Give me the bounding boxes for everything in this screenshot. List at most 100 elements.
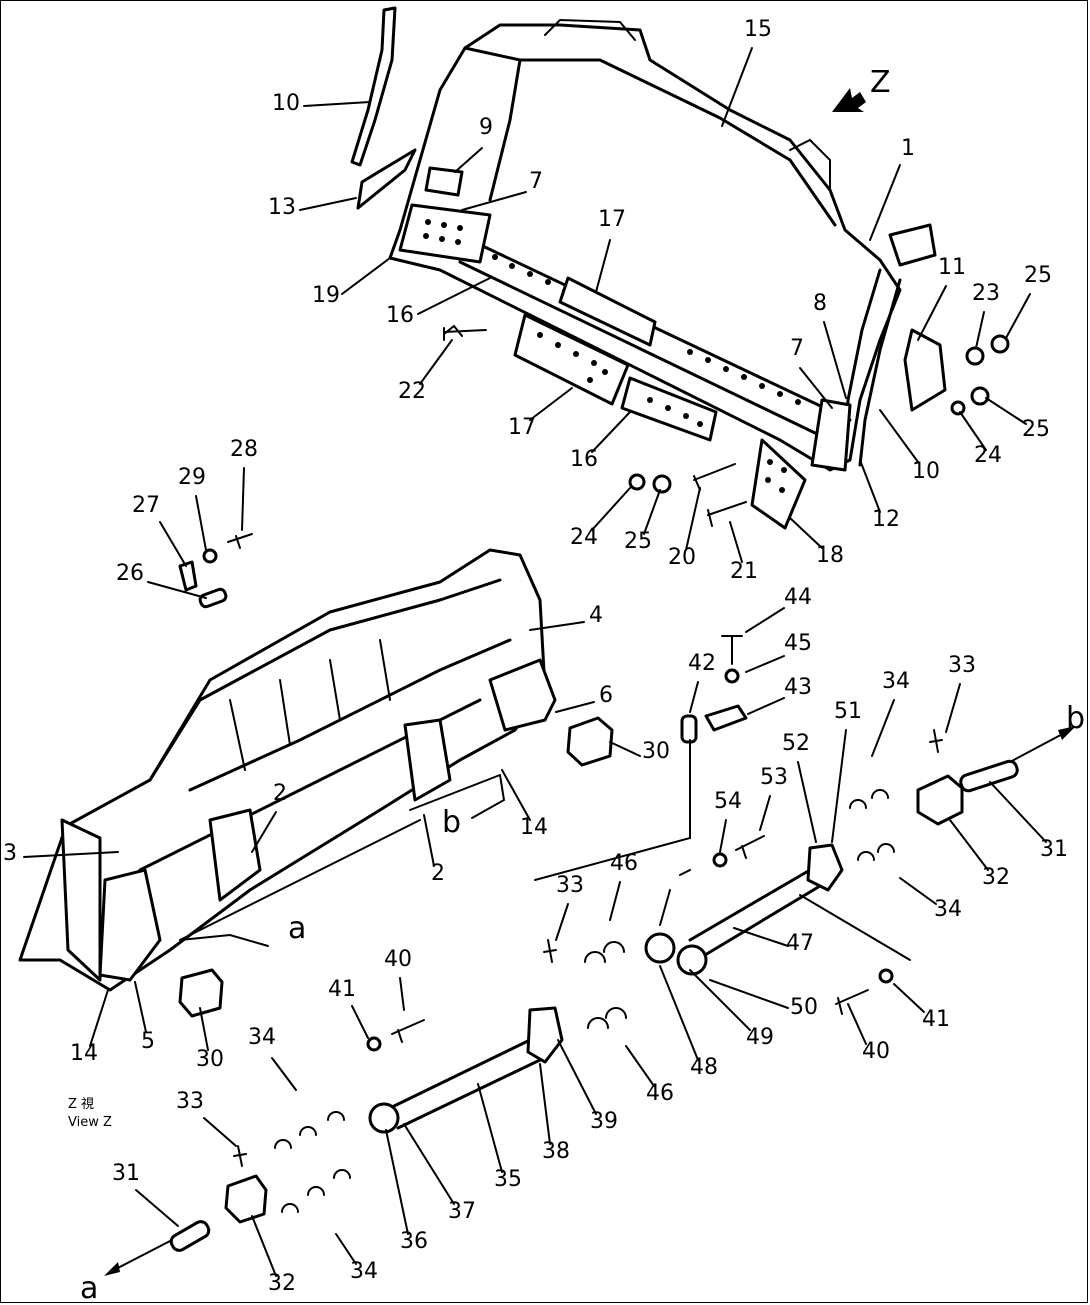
callout-label-c33b: 33: [556, 873, 584, 898]
callout-leader-c30a: [609, 741, 641, 757]
callout-leader-c33a: [945, 683, 961, 733]
callout-leader-c47: [733, 927, 789, 947]
label-a-mid: a: [288, 911, 306, 946]
callout-leader-c26: [147, 581, 207, 599]
blade-frame-lower: [18, 548, 557, 992]
callout-leader-c7a: [461, 191, 527, 211]
callout-leader-c39: [557, 1039, 597, 1115]
leader-bracket: [534, 739, 911, 961]
part-30-block-upper: [566, 716, 614, 767]
callout-label-c25a: 25: [1024, 263, 1052, 288]
callout-label-c41a: 41: [328, 977, 356, 1002]
part-17-lower: [513, 313, 630, 406]
callout-label-c7a: 7: [529, 169, 543, 194]
arrow-b-head: [1058, 726, 1076, 740]
callout-leader-c5: [134, 981, 147, 1033]
callout-label-c31b: 31: [112, 1161, 140, 1186]
part-41-washer-a: [366, 1036, 382, 1052]
callout-leader-c34a: [871, 699, 895, 757]
callout-label-c13: 13: [268, 195, 296, 220]
callout-leader-c40a: [399, 977, 405, 1011]
callout-leader-c25c: [643, 489, 661, 535]
callout-leader-c15: [721, 47, 753, 127]
part-30-block-lower: [178, 968, 224, 1018]
callout-label-c47: 47: [786, 931, 814, 956]
ref-line-a: [179, 819, 421, 947]
label-b-mid: b: [442, 805, 461, 840]
callout-label-c12: 12: [872, 507, 900, 532]
callout-label-c39: 39: [590, 1109, 618, 1134]
callout-leader-c52: [797, 761, 817, 843]
callout-label-c17b: 17: [508, 415, 536, 440]
callout-leader-c16b: [591, 411, 631, 453]
callout-label-c46b: 46: [646, 1081, 674, 1106]
callout-label-c6: 6: [599, 683, 613, 708]
label-a-bottom: a: [80, 1271, 98, 1305]
callout-leader-c41a: [351, 1005, 369, 1039]
callout-leader-c12: [859, 459, 881, 513]
callout-leader-c16a: [417, 277, 491, 315]
callout-label-c11: 11: [938, 255, 966, 280]
callout-label-c50: 50: [790, 995, 818, 1020]
part-53-bolt: [735, 835, 765, 859]
part-45-washer: [724, 668, 740, 684]
callout-label-c38: 38: [542, 1139, 570, 1164]
part-13-plate: [356, 148, 417, 210]
part-26-pin: [198, 587, 228, 609]
callout-leader-c4: [529, 621, 585, 631]
part-31-pin-left: [169, 1220, 211, 1252]
callout-leader-c8: [823, 321, 847, 399]
ref-line-b: [409, 774, 506, 819]
part-40-bolt-a: [391, 1019, 425, 1043]
callout-leader-c17b: [529, 387, 573, 421]
callout-leader-c1: [869, 164, 901, 241]
part-34-caps: [274, 789, 895, 1213]
part-28-bolt: [227, 533, 253, 549]
callout-label-c19: 19: [312, 283, 340, 308]
callout-label-c15: 15: [744, 17, 772, 42]
callout-leader-c9: [454, 147, 483, 173]
callout-label-c20: 20: [668, 545, 696, 570]
callout-label-c46a: 46: [610, 851, 638, 876]
callout-leader-c38: [539, 1063, 551, 1145]
callout-label-c34d: 34: [350, 1259, 378, 1284]
callout-label-c32a: 32: [982, 865, 1010, 890]
callout-label-c16a: 16: [386, 303, 414, 328]
callout-label-c28: 28: [230, 437, 258, 462]
callout-leader-c49: [689, 969, 751, 1031]
callout-leader-c46a: [609, 881, 621, 921]
callout-label-c26: 26: [116, 561, 144, 586]
part-46-caps: [584, 941, 627, 1029]
callout-leader-c28: [241, 467, 245, 531]
callout-leader-c6: [555, 701, 595, 713]
callout-leader-c46b: [625, 1045, 655, 1087]
callout-label-c41b: 41: [922, 1007, 950, 1032]
callout-label-c9: 9: [479, 115, 493, 140]
callout-label-c33c: 33: [176, 1089, 204, 1114]
callout-label-c24b: 24: [570, 525, 598, 550]
callout-label-c22: 22: [398, 379, 426, 404]
callout-leader-c2b: [423, 814, 435, 867]
callout-label-c34c: 34: [248, 1025, 276, 1050]
part-18-end-bit: [750, 438, 807, 530]
callout-label-c2b: 2: [431, 861, 445, 886]
callout-leader-c33b: [555, 903, 569, 941]
callout-leader-c10a: [303, 101, 371, 107]
strut-right: [644, 843, 844, 976]
callout-label-c23: 23: [972, 281, 1000, 306]
part-20-bolt: [693, 463, 736, 491]
callout-leader-c10b: [879, 409, 919, 463]
callout-leader-c24b: [591, 487, 631, 531]
callout-label-c17a: 17: [598, 207, 626, 232]
part-10-left-strip: [350, 6, 397, 167]
callout-leader-c50: [709, 979, 789, 1009]
callout-label-c30a: 30: [642, 739, 670, 764]
callout-leader-c27: [159, 521, 187, 567]
callout-label-c54: 54: [714, 789, 742, 814]
callout-label-c34a: 34: [882, 669, 910, 694]
callout-label-c4: 4: [589, 603, 603, 628]
strut-left: [368, 1006, 564, 1134]
part-41-washer-b: [878, 968, 894, 984]
callout-label-c2a: 2: [273, 781, 287, 806]
callout-leader-c34c: [271, 1057, 297, 1091]
